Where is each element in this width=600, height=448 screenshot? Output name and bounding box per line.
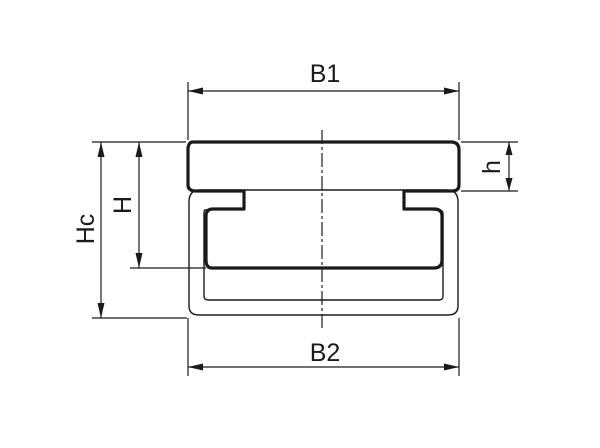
dimension-h-upper: H (109, 142, 206, 269)
carrier-outer-outline (188, 189, 459, 316)
carrier-inner-outline (203, 209, 444, 301)
dimension-b2: B2 (187, 318, 460, 376)
label-hc: Hc (72, 214, 100, 245)
dimension-b1: B1 (187, 60, 460, 140)
dimension-h-lower: h (461, 141, 518, 192)
label-b2: B2 (310, 339, 341, 367)
label-h-lower: h (478, 160, 506, 174)
t-profile-outline (186, 140, 461, 270)
dimension-hc: Hc (72, 141, 187, 319)
label-b1: B1 (310, 60, 341, 88)
label-h-upper: H (109, 196, 137, 214)
